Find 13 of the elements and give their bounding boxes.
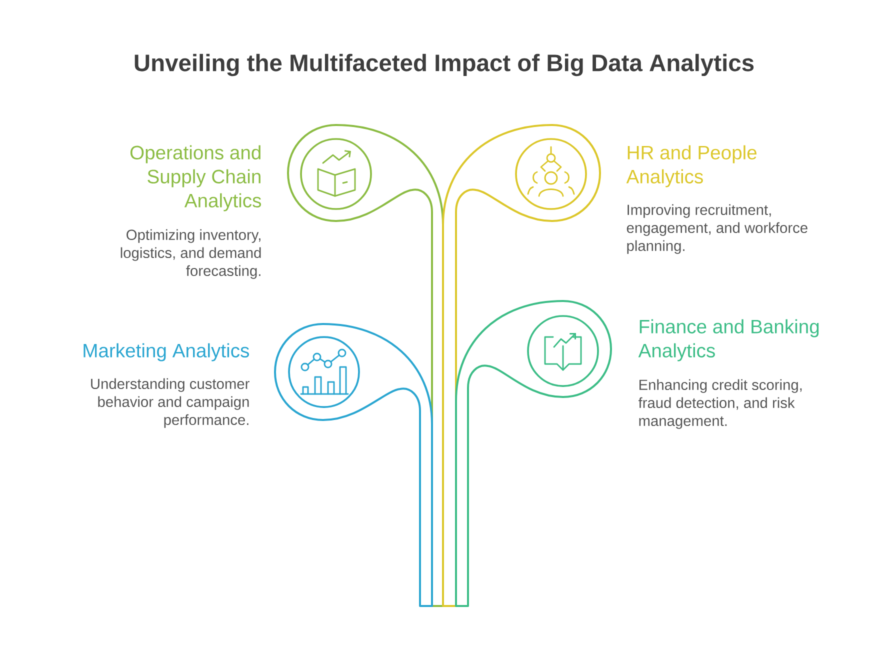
title: Unveiling the Multifaceted Impact of Big Data Analytics: [134, 54, 754, 76]
icon-circle: [300, 138, 372, 210]
icon-circle: [527, 315, 599, 387]
description-text: Improving recruitment, engagement, and workforce planning.: [626, 204, 808, 254]
category-heading: Operations and Supply Chain Analytics: [130, 145, 262, 212]
category-heading: Marketing Analytics: [84, 343, 249, 362]
description-text: Enhancing credit scoring, fraud detection, and risk management.: [638, 379, 802, 429]
description-text: Understanding customer behavior and campaign performance.: [91, 378, 250, 428]
category-heading: Finance and Banking Analytics: [638, 319, 819, 362]
description-text: Optimizing inventory, logistics, and demand forecasting.: [120, 229, 261, 279]
category-heading: HR and People Analytics: [626, 145, 756, 188]
icon-circle: [515, 138, 587, 210]
icon-circle: [288, 336, 360, 408]
